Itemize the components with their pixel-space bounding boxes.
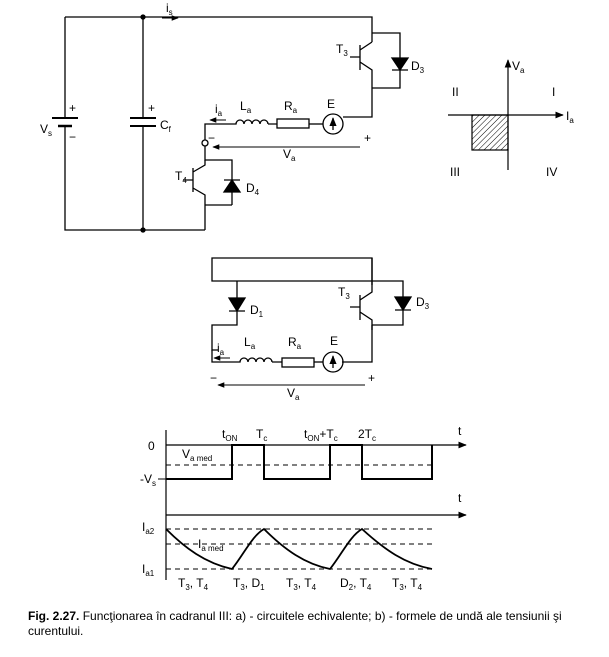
vs-plus: +	[69, 101, 76, 115]
current-waveform	[165, 500, 467, 580]
ia1-label: Ia1	[142, 562, 155, 578]
neg-vs-label: -Vs	[140, 472, 156, 488]
quadrant-ia-label: Ia	[566, 109, 574, 125]
ra-label-b: Ra	[288, 335, 302, 351]
va-label-a: Va	[283, 147, 296, 163]
ton-label: tON	[222, 427, 238, 443]
t4-label: T4	[175, 169, 187, 185]
quadrant-iii-label: III	[450, 165, 460, 179]
ia-label-b: ia	[217, 341, 225, 357]
ia-label-a: ia	[215, 102, 223, 118]
t3-d3-switch-a	[343, 32, 410, 118]
quadrant-va-label: Va	[512, 59, 525, 75]
quadrant-iv-label: IV	[546, 165, 557, 179]
va-label-b: Va	[287, 386, 300, 402]
ra-label-a: Ra	[284, 99, 298, 115]
figure-caption: Fig. 2.27. Funcţionarea în cadranul III:…	[28, 609, 598, 639]
vs-minus: −	[69, 130, 76, 144]
t-axis-label-i: t	[458, 491, 462, 505]
va-minus-b: −	[210, 371, 217, 385]
interval-label-3: T3, T4	[286, 576, 317, 592]
circuit-a	[52, 14, 410, 233]
is-label: is	[166, 1, 173, 17]
e-label-a: E	[327, 97, 335, 111]
d1-branch	[211, 281, 238, 351]
interval-label-2: T3, D1	[233, 576, 265, 592]
e-label-b: E	[330, 334, 338, 348]
la-label-a: La	[240, 99, 252, 115]
t4-d4-switch	[183, 146, 242, 230]
d3-label-a: D3	[411, 59, 425, 75]
ia-med-label: Ia med	[198, 537, 224, 553]
d4-label: D4	[246, 181, 260, 197]
interval-label-1: T3, T4	[178, 576, 209, 592]
ton-plus-tc-label: tON+Tc	[304, 427, 338, 443]
quadrant-iii-hatched-area	[471, 114, 509, 151]
two-tc-label: 2Tc	[358, 427, 376, 443]
vs-label: Vs	[40, 122, 52, 138]
ia2-label: Ia2	[142, 520, 155, 536]
va-plus-a: +	[364, 131, 371, 145]
tc-label: Tc	[256, 427, 267, 443]
interval-label-5: T3, T4	[392, 576, 423, 592]
va-waveform-trace	[166, 444, 433, 480]
la-label-b: La	[244, 335, 256, 351]
t3-label-b: T3	[338, 285, 350, 301]
quadrant-i-label: I	[552, 85, 555, 99]
circuit-b	[211, 257, 413, 388]
t-axis-label-v: t	[458, 424, 462, 438]
quadrant-diagram	[448, 59, 564, 170]
d3-label-b: D3	[416, 295, 430, 311]
resistor-ra	[276, 118, 310, 129]
v-zero-label: 0	[148, 439, 155, 453]
bottom-bus-wire	[64, 133, 205, 231]
interval-label-4: D2, T4	[340, 576, 372, 592]
caption-prefix: Fig. 2.27.	[28, 609, 80, 623]
inductor-la	[210, 119, 277, 125]
t3-label-a: T3	[336, 42, 348, 58]
caption-text: Funcţionarea în cadranul III: a) - circu…	[28, 609, 562, 638]
cf-label: Cf	[160, 118, 172, 134]
battery-vs-symbol	[52, 110, 78, 133]
resistor-ra-b	[281, 357, 315, 368]
va-med-label: Va med	[182, 447, 212, 463]
cf-plus: +	[148, 101, 155, 115]
quadrant-ii-label: II	[452, 85, 459, 99]
va-plus-b: +	[368, 371, 375, 385]
capacitor-cf-symbol	[130, 17, 156, 230]
top-bus-wire	[65, 16, 373, 33]
top-loop-b	[211, 257, 373, 282]
ia-waveform-trace	[165, 527, 433, 571]
d1-label: D1	[250, 303, 264, 319]
va-minus-a: −	[208, 131, 215, 145]
voltage-waveform	[158, 430, 467, 500]
